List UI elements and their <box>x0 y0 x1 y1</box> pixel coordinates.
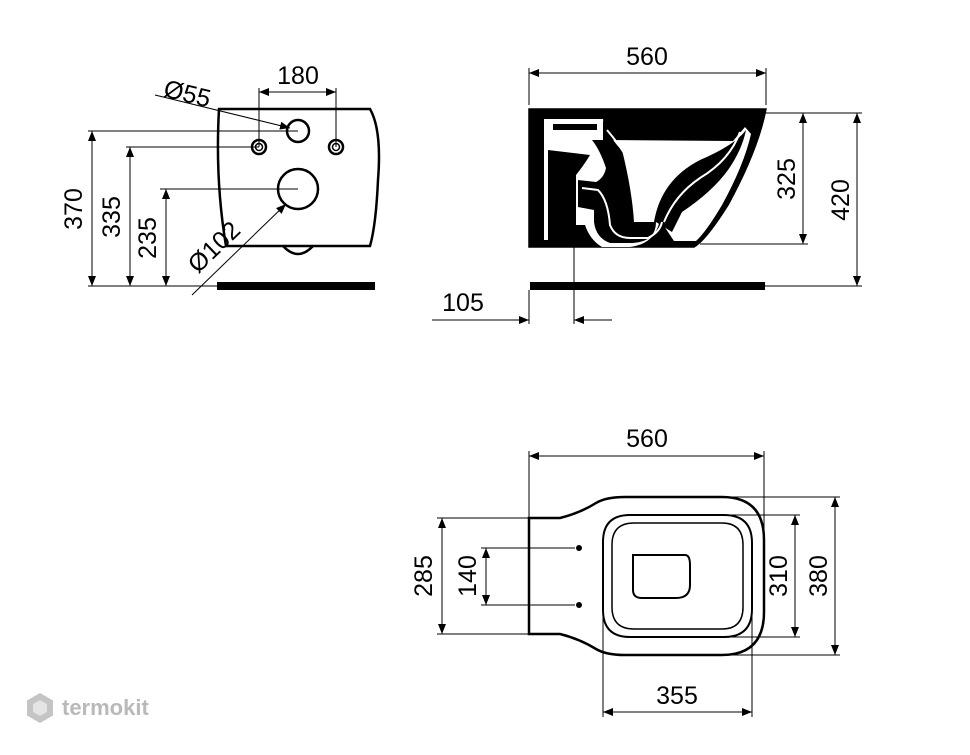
dim-355: 355 <box>656 682 698 710</box>
dim-d55: Ø55 <box>161 75 214 114</box>
top-bolt-upper <box>576 545 582 551</box>
dim-370: 370 <box>60 188 88 230</box>
front-view: 180 Ø55 370 335 235 Ø102 <box>60 62 381 296</box>
dim-140: 140 <box>454 555 482 597</box>
dim-235: 235 <box>134 217 162 259</box>
dim-335: 335 <box>98 196 126 238</box>
top-bolt-lower <box>576 602 582 608</box>
front-bowl-bottom <box>282 245 314 256</box>
top-view: 560 285 140 310 380 355 <box>410 425 840 717</box>
dim-180: 180 <box>277 62 319 90</box>
dim-325: 325 <box>773 158 801 200</box>
side-view: 560 325 420 105 <box>432 43 862 324</box>
dim-285: 285 <box>410 555 438 597</box>
hexagon-logo-icon <box>27 693 53 723</box>
dim-side-560: 560 <box>626 43 668 71</box>
watermark-text: termokit <box>62 695 149 720</box>
side-wall <box>530 282 765 290</box>
front-wall <box>217 282 375 290</box>
top-drain <box>632 554 691 599</box>
watermark: termokit <box>26 692 149 724</box>
dim-105: 105 <box>442 289 484 317</box>
dim-420: 420 <box>827 179 855 221</box>
dim-380: 380 <box>805 555 833 597</box>
dim-top-560: 560 <box>626 425 668 453</box>
dim-310: 310 <box>765 555 793 597</box>
side-bowl-shell <box>578 120 746 243</box>
